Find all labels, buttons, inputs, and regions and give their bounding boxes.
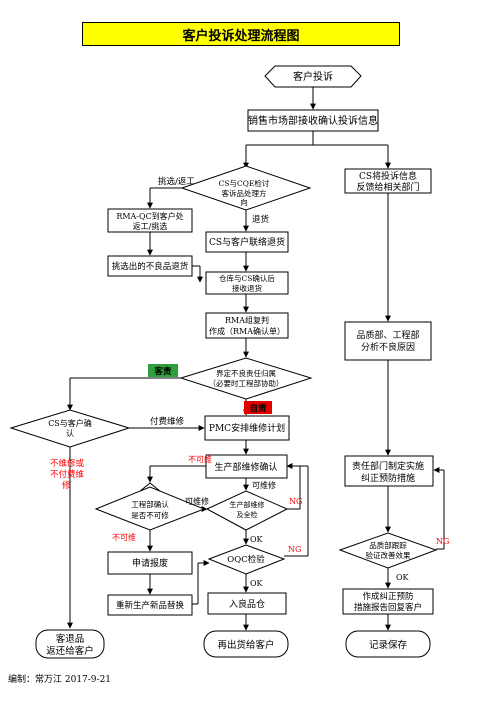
label-repairable: 可维修 — [185, 496, 209, 506]
node-end-reship-label: 再出货给客户 — [217, 639, 274, 651]
badge-customer-pay-label: 客责 — [153, 366, 172, 377]
label-ng-2: NG — [288, 545, 301, 554]
node-decision-repair-check-label-1: 生产部维修 — [230, 500, 265, 509]
node-countermeasure: 责任部门制定实施 纠正预防措施 — [344, 455, 434, 487]
node-decision-cs-cqe-label-2: 客诉品处理方 — [222, 188, 267, 198]
node-start: 客户投诉 — [264, 65, 362, 88]
node-picked-bad-label: 挑选出的不良品退货 — [112, 261, 189, 272]
node-decision-verify-label-2: 验证改善效果 — [366, 550, 411, 560]
node-decision-customer-label-2: 认 — [66, 428, 74, 438]
node-decision-oqc-label: OQC检验 — [227, 554, 265, 565]
label-ng-1: NG — [289, 497, 302, 506]
node-decision-engineering-label-1: 工程部确认 — [131, 499, 169, 509]
node-cs-feedback-label-1: CS将投诉信息 — [359, 170, 417, 182]
node-end-return: 客退品 返还给客户 — [35, 629, 105, 659]
node-picked-bad: 挑选出的不良品退货 — [107, 255, 193, 277]
node-confirm-label: 销售市场部接收确认投诉信息 — [248, 114, 378, 127]
node-decision-oqc: OQC检验 — [207, 544, 286, 575]
node-decision-cs-cqe: CS与CQE检讨 客诉品处理方 向 — [180, 165, 312, 211]
badge-own-pay: 自责 — [244, 401, 272, 414]
node-decision-responsibility: 界定不良责任归属 （必要时工程部协助） — [179, 357, 313, 400]
node-decision-cs-cqe-label-3: 向 — [240, 197, 248, 207]
node-warehouse-label-2: 接收退货 — [232, 283, 262, 293]
node-decision-engineering: 工程部确认 是否不可修 — [94, 482, 206, 531]
node-decision-responsibility-label-2: （必要时工程部协助） — [209, 378, 284, 388]
node-report-label-1: 作成纠正预防 — [362, 591, 414, 602]
node-rma-review: RMA组复判 作成（RMA确认单） — [205, 312, 289, 339]
node-decision-repair-check: 生产部维修 及全检 — [205, 490, 289, 531]
node-warehouse: 仓库与CS确认后 接收退货 — [205, 271, 289, 295]
node-decision-cs-cqe-label-1: CS与CQE检讨 — [219, 178, 270, 188]
node-decision-repair-check-label-2: 及全检 — [237, 510, 258, 519]
node-production-confirm: 生产部维修确认 — [205, 454, 288, 479]
node-decision-engineering-label-2: 是否不可修 — [131, 510, 169, 520]
label-ok-3: OK — [396, 573, 410, 582]
node-rma-review-label-2: 作成（RMA确认单） — [209, 326, 285, 336]
node-decision-verify-label-1: 品质部跟踪 — [369, 540, 407, 550]
node-scrap-label: 申请报废 — [132, 557, 168, 569]
node-confirm: 销售市场部接收确认投诉信息 — [247, 109, 379, 132]
node-analysis: 品质部、工程部 分析不良原因 — [344, 321, 432, 361]
label-ng-3: NG — [436, 537, 449, 546]
label-ok-1: OK — [250, 535, 264, 544]
node-start-label: 客户投诉 — [293, 70, 333, 83]
node-analysis-label-1: 品质部、工程部 — [356, 329, 419, 341]
label-return-goods: 退货 — [252, 214, 270, 225]
node-end-record: 记录保存 — [345, 630, 431, 658]
label-repairable-2: 可维修 — [252, 480, 276, 490]
connectors — [67, 87, 445, 631]
footer-credit: 编制：常万江 2017-9-21 — [8, 675, 112, 685]
node-end-return-label-2: 返还给客户 — [46, 645, 94, 657]
label-paid-repair: 付费维修 — [150, 416, 185, 427]
label-no-repair-line-3: 修 — [62, 480, 71, 491]
node-end-reship: 再出货给客户 — [203, 630, 289, 658]
label-ok-2: OK — [250, 579, 264, 588]
node-decision-customer: CS与客户确 认 — [9, 409, 131, 448]
node-rma-review-label-1: RMA组复判 — [225, 315, 269, 325]
node-store-label: 入良品仓 — [229, 598, 265, 610]
node-decision-customer-label-1: CS与客户确 — [48, 418, 92, 428]
label-no-repair-line-2: 不付费维 — [50, 469, 85, 480]
node-cs-feedback-label-2: 反馈给相关部门 — [356, 181, 419, 193]
label-not-repairable-2: 不可维 — [112, 532, 136, 542]
page-title: 客户投诉处理流程图 — [82, 22, 400, 46]
node-rma-qc-label-1: RMA-QC到客户处 — [116, 211, 183, 221]
badge-own-pay-label: 自责 — [249, 403, 267, 414]
node-warehouse-label-1: 仓库与CS确认后 — [219, 273, 275, 283]
node-cs-feedback: CS将投诉信息 反馈给相关部门 — [344, 168, 432, 194]
node-cs-return: CS与客户联络退货 — [205, 231, 289, 253]
node-end-return-label-1: 客退品 — [56, 633, 85, 645]
node-cs-return-label: CS与客户联络退货 — [209, 236, 285, 248]
node-decision-verify: 品质部跟踪 验证改善效果 — [338, 532, 438, 569]
label-pick-rework: 挑选/返工 — [158, 176, 195, 187]
node-report-label-2: 措施报告回复客户 — [354, 602, 422, 613]
node-replace-label: 重新生产新品替换 — [116, 600, 185, 611]
node-pmc-label: PMC安排维修计划 — [209, 422, 285, 434]
node-pmc: PMC安排维修计划 — [204, 415, 290, 441]
label-no-repair-line-1: 不维修或 — [50, 458, 85, 469]
node-rma-qc-label-2: 返工/挑选 — [133, 221, 168, 231]
node-countermeasure-label-2: 纠正预防措施 — [361, 472, 415, 484]
node-store: 入良品仓 — [207, 592, 287, 615]
node-rma-qc: RMA-QC到客户处 返工/挑选 — [107, 208, 193, 233]
node-scrap: 申请报废 — [107, 551, 193, 575]
node-report: 作成纠正预防 措施报告回复客户 — [342, 588, 434, 615]
label-not-repairable: 不可维 — [188, 454, 212, 464]
node-decision-responsibility-label-1: 界定不良责任归属 — [216, 368, 276, 378]
node-replace: 重新生产新品替换 — [107, 594, 193, 616]
node-analysis-label-2: 分析不良原因 — [361, 341, 415, 353]
node-end-record-label: 记录保存 — [369, 639, 408, 651]
node-production-confirm-label: 生产部维修确认 — [214, 461, 277, 473]
node-countermeasure-label-1: 责任部门制定实施 — [352, 460, 424, 472]
badge-customer-pay: 客责 — [148, 364, 178, 377]
